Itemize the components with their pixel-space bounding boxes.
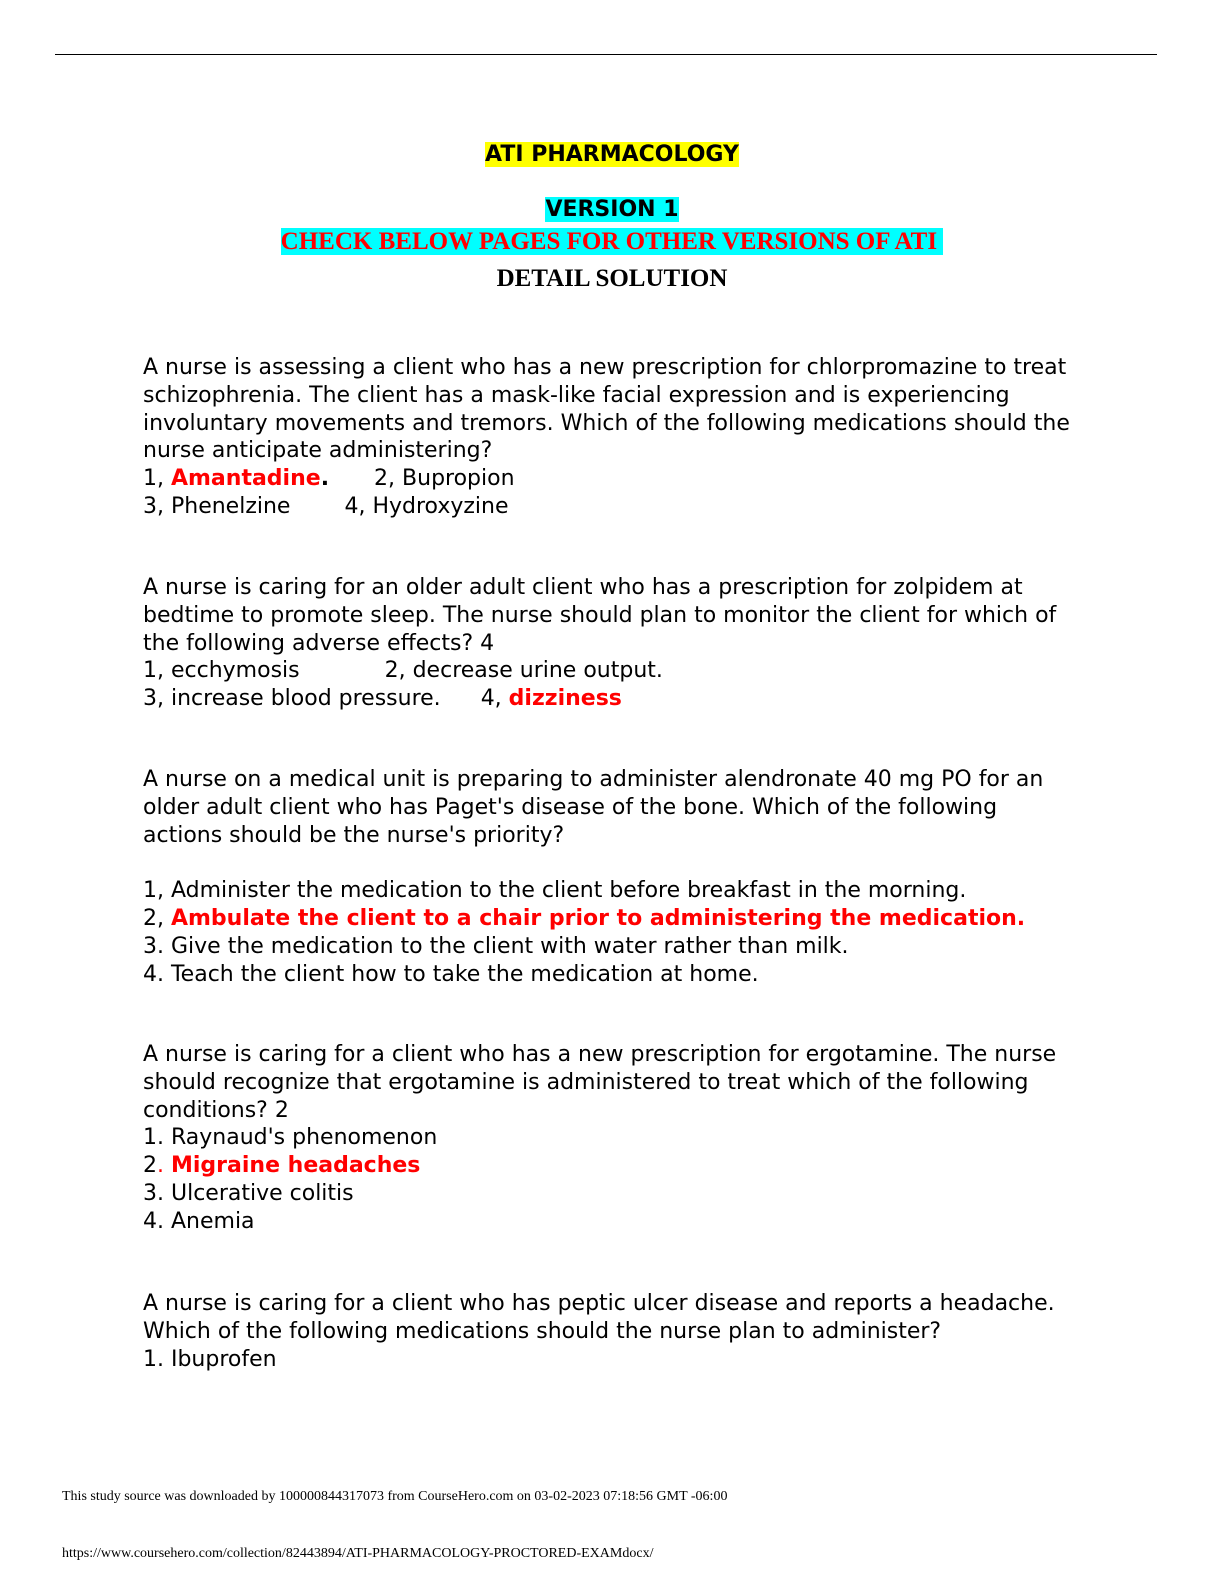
option-4: 4. Anemia [143,1208,255,1234]
other-versions-notice: CHECK BELOW PAGES FOR OTHER VERSIONS OF … [280,228,944,255]
option-2-line: 2. Migraine headaches [143,1152,1083,1180]
question-stem: A nurse is caring for a client who has p… [143,1291,1055,1344]
option-4: 4, Hydroxyzine [344,493,509,519]
notice-line: CHECK BELOW PAGES FOR OTHER VERSIONS OF … [0,228,1224,256]
question-3: A nurse on a medical unit is preparing t… [143,766,1083,988]
option-2: 2, Bupropion [374,466,515,492]
version-label: VERSION 1 [545,197,679,222]
correct-answer: Amantadine [170,466,321,492]
correct-answer: Ambulate the client to a chair prior to … [170,905,1026,931]
option-3: 3, Phenelzine [143,493,291,519]
option-2-dot: . [157,1153,171,1179]
options-row-2: 3, Phenelzine 4, Hydroxyzine [143,493,1083,521]
option-2: 2, decrease urine output. [384,658,663,684]
option-3: 3. Ulcerative colitis [143,1180,354,1206]
source-url[interactable]: https://www.coursehero.com/collection/82… [62,1546,654,1561]
option-1-suffix: . [320,466,330,492]
source-footer: This study source was downloaded by 1000… [62,1489,728,1504]
correct-answer: dizziness [508,686,622,712]
version-line: VERSION 1 [0,197,1224,222]
option-1: 1, Administer the medication to the clie… [143,878,967,904]
option-2-prefix: 2 [143,1153,157,1179]
correct-answer: Migraine headaches [171,1153,421,1179]
question-1: A nurse is assessing a client who has a … [143,354,1083,521]
option-1: 1. Ibuprofen [143,1346,277,1372]
question-5: A nurse is caring for a client who has p… [143,1290,1083,1373]
option-3: 3, increase blood pressure. [143,686,441,712]
top-rule [55,54,1157,55]
question-stem: A nurse is assessing a client who has a … [143,355,1070,464]
page-title: ATI PHARMACOLOGY [485,142,739,167]
question-stem: A nurse is caring for a client who has a… [143,1042,1057,1123]
option-2-prefix: 2, [143,905,171,931]
question-stem: A nurse is caring for an older adult cli… [143,575,1057,656]
question-4: A nurse is caring for a client who has a… [143,1041,1083,1236]
option-4-prefix: 4, [480,686,509,712]
question-stem: A nurse on a medical unit is preparing t… [143,767,1044,848]
options-row-2: 3, increase blood pressure. 4, dizziness [143,685,1083,713]
option-1: 1, ecchymosis [143,658,300,684]
option-1: 1. Raynaud's phenomenon [143,1125,438,1151]
option-4: 4. Teach the client how to take the medi… [143,961,759,987]
option-2-line: 2, Ambulate the client to a chair prior … [143,905,1083,933]
option-1-prefix: 1, [143,466,171,492]
subtitle: DETAIL SOLUTION [496,265,728,292]
options-row-1: 1, Amantadine. 2, Bupropion [143,465,1083,493]
option-3: 3. Give the medication to the client wit… [143,933,849,959]
question-2: A nurse is caring for an older adult cli… [143,574,1083,713]
title-line: ATI PHARMACOLOGY [0,142,1224,167]
options-row-1: 1, ecchymosis 2, decrease urine output. [143,657,1083,685]
